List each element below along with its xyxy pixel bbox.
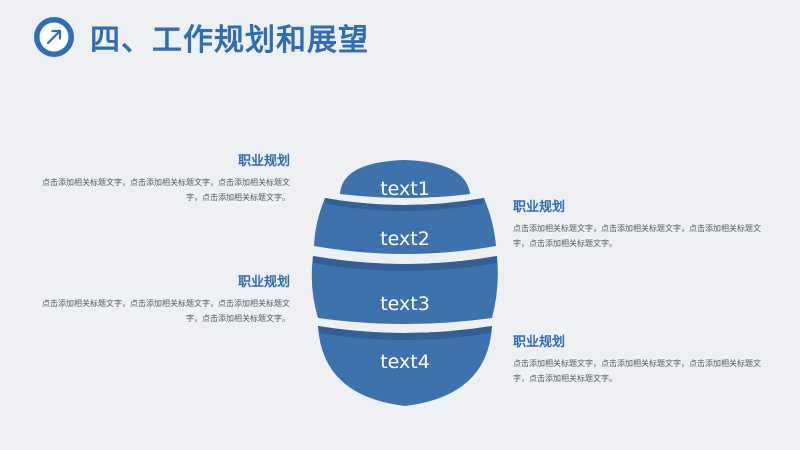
sphere-segment-3 xyxy=(311,256,498,324)
plan-description: 点击添加相关标题文字，点击添加相关标题文字，点击添加相关标题文字，点击添加相关标… xyxy=(513,224,761,248)
segment-label-2: text2 xyxy=(380,228,430,250)
plan-block-left-1: 职业规划 点击添加相关标题文字，点击添加相关标题文字，点击添加相关标题文字，点击… xyxy=(30,150,290,205)
sphere-segment-1 xyxy=(340,160,470,198)
plan-description: 点击添加相关标题文字，点击添加相关标题文字，点击添加相关标题文字，点击添加相关标… xyxy=(513,359,761,383)
plan-heading: 职业规划 xyxy=(513,200,566,215)
plan-heading: 职业规划 xyxy=(513,335,566,350)
plan-block-right-1: 职业规划 点击添加相关标题文字，点击添加相关标题文字，点击添加相关标题文字，点击… xyxy=(513,196,773,251)
sphere-segment-4 xyxy=(318,326,492,406)
plan-block-right-2: 职业规划 点击添加相关标题文字，点击添加相关标题文字，点击添加相关标题文字，点击… xyxy=(513,331,773,386)
sphere-segment-2 xyxy=(314,198,496,254)
plan-block-left-2: 职业规划 点击添加相关标题文字，点击添加相关标题文字，点击添加相关标题文字，点击… xyxy=(30,271,290,326)
segment-label-1: text1 xyxy=(380,178,430,200)
plan-description: 点击添加相关标题文字，点击添加相关标题文字，点击添加相关标题文字，点击添加相关标… xyxy=(42,299,290,323)
slide-header: 四、工作规划和展望 xyxy=(32,15,369,59)
segment-label-4: text4 xyxy=(380,351,430,373)
clock-arrow-icon xyxy=(34,17,74,57)
plan-heading: 职业规划 xyxy=(237,275,290,290)
plan-description: 点击添加相关标题文字，点击添加相关标题文字，点击添加相关标题文字，点击添加相关标… xyxy=(42,178,290,202)
page-title: 四、工作规划和展望 xyxy=(90,23,369,58)
plan-heading: 职业规划 xyxy=(237,154,290,169)
segment-label-3: text3 xyxy=(380,293,430,315)
